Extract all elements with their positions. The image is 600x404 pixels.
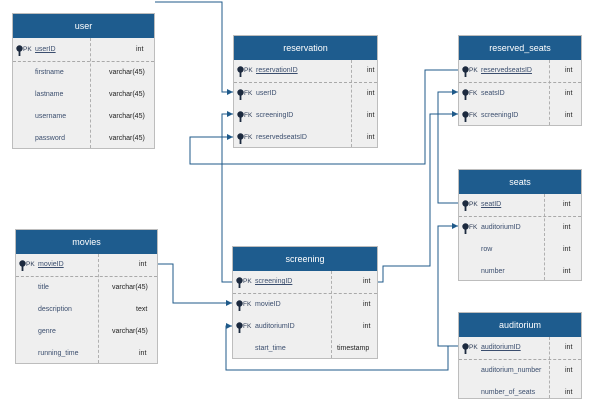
column-divider (549, 60, 550, 125)
table-row: FK auditoriumID int (459, 217, 581, 239)
column-divider (98, 254, 99, 363)
key-icon (461, 60, 483, 82)
table-row-userid: PK userID int (13, 39, 154, 62)
table-row: FK reservedseatsID int (234, 127, 377, 149)
table-row: password varchar(45) (35, 135, 145, 142)
table-title: reservation (234, 36, 377, 60)
column-divider (549, 337, 550, 398)
table-row: firstname varchar(45) (35, 69, 145, 76)
table-title: auditorium (459, 313, 581, 337)
table-title: movies (16, 230, 157, 254)
table-row: FK auditoriumID int (233, 316, 377, 338)
key-icon (235, 271, 257, 293)
table-row: title varchar(45) (38, 284, 148, 291)
connector-movies-screening (158, 263, 232, 304)
key-icon (236, 105, 258, 127)
table-row: FK movieID int (233, 294, 377, 316)
table-row: FK screeningID int (459, 105, 581, 127)
table-row-movieid: PK movieID int (16, 254, 157, 277)
table-user[interactable]: user PK userID int firstname varchar(45)… (12, 13, 155, 149)
connector-seats-reservedseats (437, 91, 458, 204)
connector-user-reservation (155, 1, 233, 93)
column-divider (544, 194, 545, 280)
table-row: row int (481, 246, 571, 253)
key-icon (461, 194, 483, 216)
table-reserved-seats[interactable]: reserved_seats PK reservedseatsID int FK… (458, 35, 582, 126)
table-row: number int (481, 268, 571, 275)
key-icon (236, 83, 258, 105)
column-divider (331, 271, 332, 358)
table-row-screeningid: PK screeningID int (233, 271, 377, 294)
table-row: number_of_seats int (481, 389, 573, 396)
table-row: lastname varchar(45) (35, 91, 145, 98)
table-row-seatid: PK seatID int (459, 194, 581, 217)
table-title: seats (459, 170, 581, 194)
table-row: genre varchar(45) (38, 328, 148, 335)
table-screening[interactable]: screening PK screeningID int FK movieID … (232, 246, 378, 359)
key-icon (461, 83, 483, 105)
table-row-reservedseatsid: PK reservedseatsID int (459, 60, 581, 83)
table-row: username varchar(45) (35, 113, 145, 120)
key-icon (18, 254, 40, 276)
table-row-reservationid: PK reservationID int (234, 60, 377, 83)
column-divider (351, 60, 352, 147)
table-seats[interactable]: seats PK seatID int FK auditoriumID int … (458, 169, 582, 281)
table-row: auditorium_number int (481, 367, 573, 374)
table-movies[interactable]: movies PK movieID int title varchar(45) … (15, 229, 158, 364)
table-auditorium[interactable]: auditorium PK auditoriumID int auditoriu… (458, 312, 582, 399)
table-row: start_time timestamp (255, 345, 370, 352)
table-row: running_time int (38, 350, 147, 357)
table-row: description text (38, 306, 148, 313)
table-title: reserved_seats (459, 36, 581, 60)
table-title: user (13, 14, 154, 38)
key-icon (15, 39, 37, 61)
connector-reservedseats-reservation (189, 69, 458, 165)
key-icon (236, 127, 258, 149)
connector-screening-reservedseats (378, 113, 458, 283)
column-divider (90, 38, 91, 148)
table-row: FK seatsID int (459, 83, 581, 105)
key-icon (236, 60, 258, 82)
key-icon (461, 217, 483, 239)
key-icon (461, 337, 483, 359)
table-row: FK userID int (234, 83, 377, 105)
key-icon (235, 316, 257, 338)
table-row: FK screeningID int (234, 105, 377, 127)
key-icon (235, 294, 257, 316)
table-row-auditoriumid: PK auditoriumID int (459, 337, 581, 360)
table-reservation[interactable]: reservation PK reservationID int FK user… (233, 35, 378, 148)
connector-auditorium-seats (437, 225, 458, 347)
key-icon (461, 105, 483, 127)
table-title: screening (233, 247, 377, 271)
